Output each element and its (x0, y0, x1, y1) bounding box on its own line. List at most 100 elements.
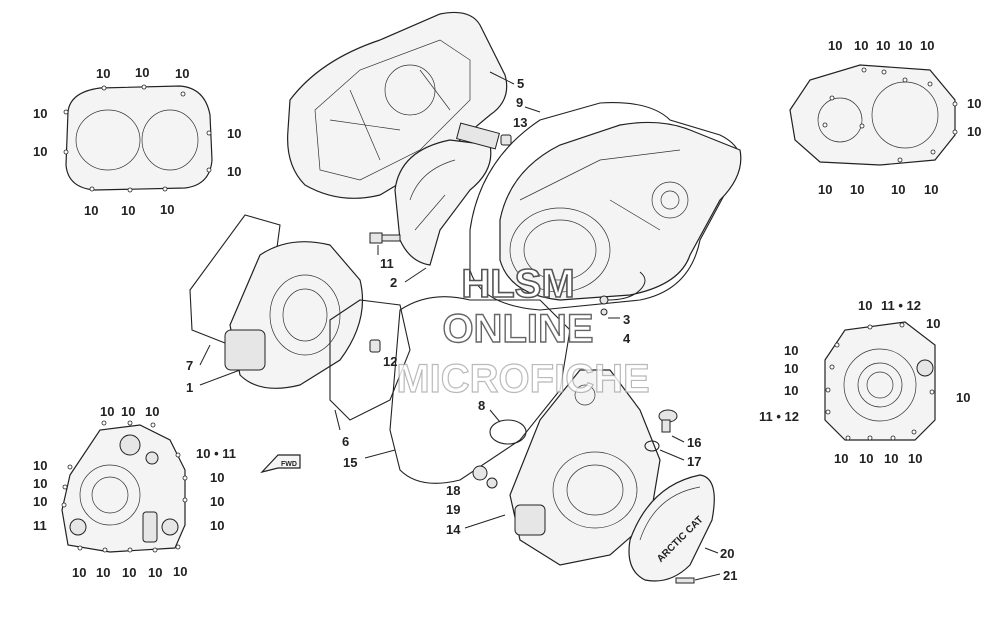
part-6-gasket (329, 299, 411, 421)
label-12a: 12 (383, 354, 397, 369)
label-tl2: 10 (135, 65, 149, 80)
label-bl14: 10 (122, 565, 136, 580)
label-tl4: 10 (33, 106, 47, 121)
bolt-13 (500, 134, 512, 146)
label-bl9: 10 (210, 494, 224, 509)
label-16: 16 (687, 435, 701, 450)
top-left-cover (63, 84, 213, 193)
label-tr7: 10 (967, 124, 981, 139)
label-bl4: 10 • 11 (196, 446, 236, 461)
label-11a: 11 (380, 256, 394, 271)
label-tr8: 10 (818, 182, 832, 197)
part-19-oring (486, 477, 498, 489)
label-mr8: 11 • 12 (759, 409, 799, 424)
label-3: 3 (623, 312, 630, 327)
label-9: 9 (516, 95, 523, 110)
label-bl2: 10 (121, 404, 135, 419)
plug-12 (369, 339, 381, 353)
label-mr10: 10 (859, 451, 873, 466)
part-3-clutch-cover (499, 121, 742, 301)
label-tl7: 10 (227, 164, 241, 179)
label-mr2: 11 • 12 (881, 298, 921, 313)
watermark-line2: ONLINE (442, 307, 593, 351)
label-tl5: 10 (227, 126, 241, 141)
label-mr12: 10 (908, 451, 922, 466)
fwd-arrow: FWD (260, 454, 301, 474)
part-18-seal (472, 465, 488, 481)
bolt-11 (369, 232, 401, 244)
label-mr4: 10 (784, 343, 798, 358)
label-17: 17 (687, 454, 701, 469)
part-2-duct (394, 122, 501, 266)
label-tl6: 10 (33, 144, 47, 159)
label-mr11: 10 (884, 451, 898, 466)
watermark-line1: HLSM (461, 262, 574, 306)
label-4: 4 (623, 331, 631, 346)
label-tl8: 10 (84, 203, 98, 218)
label-bl3: 10 (145, 404, 159, 419)
label-bl13: 10 (96, 565, 110, 580)
screw-21 (675, 577, 695, 584)
label-mr1: 10 (858, 298, 872, 313)
label-tr2: 10 (854, 38, 868, 53)
label-15: 15 (343, 455, 357, 470)
label-14: 14 (446, 522, 461, 537)
part-16-plug (658, 409, 678, 433)
label-bl15: 10 (148, 565, 162, 580)
label-8: 8 (478, 398, 485, 413)
label-tl9: 10 (121, 203, 135, 218)
label-tr11: 10 (924, 182, 938, 197)
part-15-gasket (389, 296, 571, 484)
label-tr10: 10 (891, 182, 905, 197)
label-bl12: 10 (72, 565, 86, 580)
mid-right-cover (824, 321, 936, 441)
label-tr1: 10 (828, 38, 842, 53)
label-tr6: 10 (967, 96, 981, 111)
part-1-cover (224, 241, 364, 389)
label-mr5: 10 (784, 361, 798, 376)
top-right-cover (789, 64, 958, 166)
label-bl16: 10 (173, 564, 187, 579)
label-tl1: 10 (96, 66, 110, 81)
bottom-left-cover (61, 420, 188, 553)
fwd-label: FWD (281, 461, 297, 468)
label-2: 2 (390, 275, 397, 290)
part-8-oring (489, 419, 527, 445)
label-bl6: 10 (210, 470, 224, 485)
label-mr7: 10 (956, 390, 970, 405)
label-1: 1 (186, 380, 193, 395)
label-6: 6 (342, 434, 349, 449)
label-bl8: 10 (33, 494, 47, 509)
label-21: 21 (723, 568, 737, 583)
label-tl10: 10 (160, 202, 174, 217)
label-20: 20 (720, 546, 734, 561)
plug-3 (599, 295, 609, 305)
label-5: 5 (517, 76, 524, 91)
part-5-outer-cover (287, 11, 508, 199)
label-mr3: 10 (926, 316, 940, 331)
label-mr9: 10 (834, 451, 848, 466)
label-13: 13 (513, 115, 527, 130)
label-tr5: 10 (920, 38, 934, 53)
label-tr9: 10 (850, 182, 864, 197)
watermark: HLSM ONLINE MICROFICHE (396, 261, 651, 401)
label-tl3: 10 (175, 66, 189, 81)
part-17-oring (644, 440, 660, 452)
part-14-magneto-cover (509, 369, 661, 566)
oring-4 (600, 308, 608, 316)
label-tr3: 10 (876, 38, 890, 53)
label-bl1: 10 (100, 404, 114, 419)
label-19: 19 (446, 502, 460, 517)
part-20-outer-cover: ARCTIC CAT (628, 474, 715, 582)
label-mr6: 10 (784, 383, 798, 398)
label-bl7: 10 (33, 476, 47, 491)
label-bl10: 10 (210, 518, 224, 533)
label-7: 7 (186, 358, 193, 373)
watermark-line3: MICROFICHE (396, 357, 649, 401)
label-bl11: 11 (33, 518, 47, 533)
label-18: 18 (446, 483, 460, 498)
label-bl5: 10 (33, 458, 47, 473)
label-tr4: 10 (898, 38, 912, 53)
